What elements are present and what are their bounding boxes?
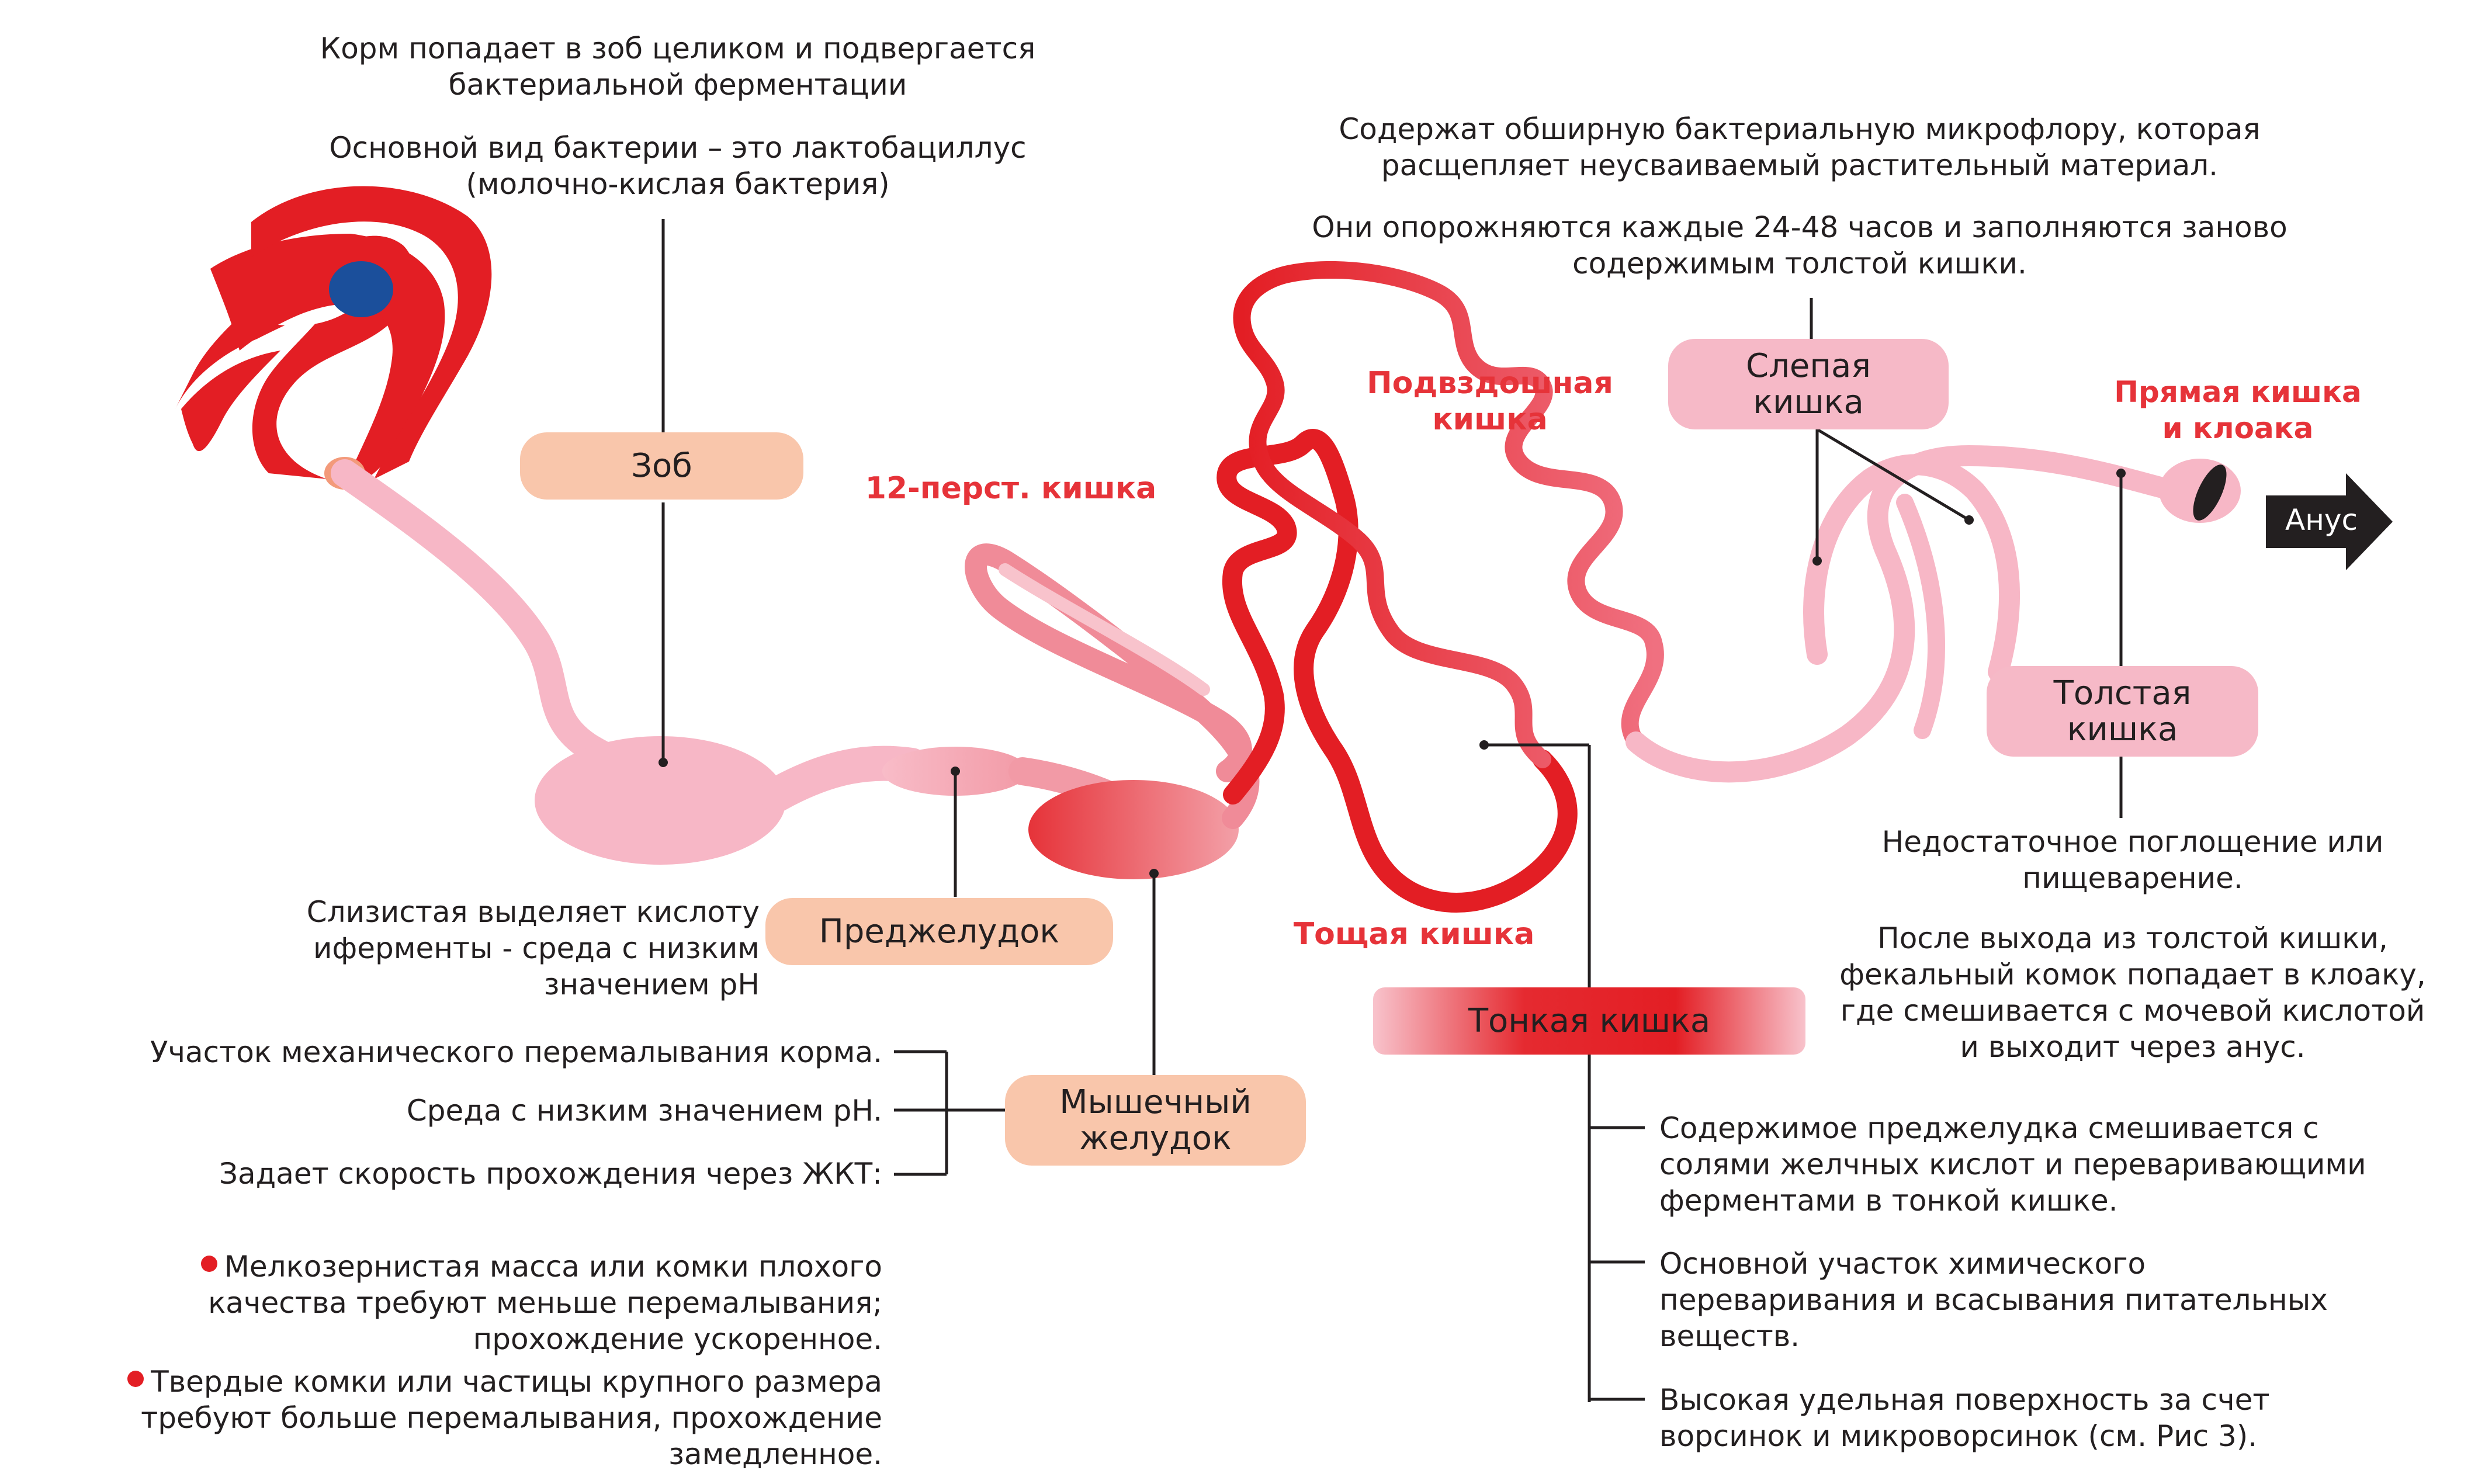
- proventriculus-note: Слизистая выделяет кислоту иферменты - с…: [306, 895, 760, 1001]
- large-intestine-label: Толстая кишка: [1987, 666, 2258, 757]
- anus-arrow-icon: [2266, 473, 2393, 570]
- small-intestine-label: Тонкая кишка: [1373, 987, 1805, 1055]
- large-intestine-note-2: После выхода из толстой кишки, фекальный…: [1839, 921, 2426, 1064]
- proventriculus-label: Преджелудок: [765, 898, 1113, 965]
- large-intestine-note-1: Недостаточное поглощение или пищеварение…: [1881, 825, 2384, 895]
- ceca-note-2: Они опорожняются каждые 24-48 часов и за…: [1312, 210, 2288, 280]
- small-intestine-note-3: Высокая удельная поверхность за счет вор…: [1659, 1383, 2270, 1453]
- anus-label: Анус: [2285, 503, 2358, 537]
- esophagus: [331, 459, 674, 791]
- gizzard-note-1: Участок механического перемалывания корм…: [150, 1035, 882, 1069]
- bullet-icon: [127, 1371, 144, 1387]
- gizzard-note-3: Задает скорость прохождения через ЖКТ:: [219, 1157, 882, 1191]
- ileum-label: Подвздошная кишка: [1367, 366, 1613, 437]
- cecum-2: [1896, 494, 1945, 739]
- gizzard-label: Мышечный желудок: [1005, 1075, 1306, 1166]
- gizzard-bullet-2-text: Твердые комки или частицы крупного разме…: [141, 1365, 882, 1471]
- gizzard-bullet-1-text: Мелкозернистая масса или комки плохого к…: [208, 1250, 882, 1356]
- jejunum: [1216, 429, 1578, 913]
- duodenum-label: 12-перст. кишка: [865, 471, 1157, 506]
- small-intestine-note-2: Основной участок химического перевариван…: [1659, 1247, 2328, 1353]
- bird-head-icon: [175, 186, 492, 490]
- gizzard-note-2: Среда с низким значением pH.: [406, 1094, 882, 1128]
- cloaca-icon: [2159, 459, 2241, 523]
- jejunum-label: Тощая кишка: [1293, 917, 1535, 952]
- gizzard-bullet-1: Мелкозернистая масса или комки плохого к…: [35, 1212, 882, 1357]
- ceca-label: Слепая кишка: [1668, 339, 1949, 429]
- crop-note-2: Основной вид бактерии – это лактобациллу…: [329, 131, 1027, 201]
- ileum: [1233, 261, 1664, 768]
- crop-note-1: Корм попадает в зоб целиком и подвергает…: [320, 32, 1036, 102]
- crop-organ: [535, 736, 786, 865]
- gizzard-organ: [1028, 780, 1239, 879]
- bullet-icon: [200, 1256, 217, 1272]
- duodenum: [965, 543, 1260, 829]
- ceca-note-1: Содержат обширную бактериальную микрофло…: [1339, 112, 2261, 182]
- gizzard-bullet-2: Твердые комки или частицы крупного разме…: [35, 1327, 882, 1472]
- connector-lines: [661, 219, 2123, 1402]
- rectum-cloaca-label: Прямая кишка и клоака: [2114, 375, 2362, 445]
- crop-label: Зоб: [520, 432, 803, 500]
- small-intestine-note-1: Содержимое преджелудка смешивается с сол…: [1659, 1111, 2366, 1218]
- large-intestine: [1626, 445, 2184, 783]
